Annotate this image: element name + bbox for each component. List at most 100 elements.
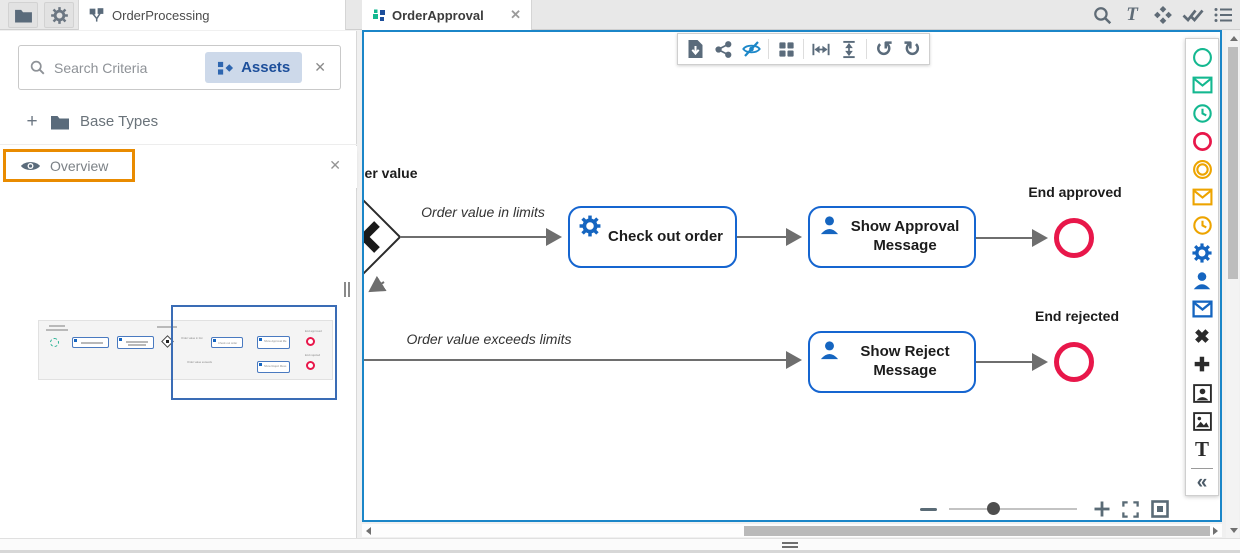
scroll-right-arrow[interactable]: [1213, 526, 1218, 535]
minimap-task: Show Reject Message: [257, 361, 290, 373]
minimap-task: Check out order: [211, 337, 243, 348]
flow-condition-label[interactable]: Order value exceeds limits: [406, 331, 572, 347]
assets-icon: [217, 60, 234, 76]
end-event-label[interactable]: End approved: [1028, 184, 1122, 200]
open-folder-button[interactable]: [8, 2, 38, 28]
undo-icon[interactable]: ↺: [875, 37, 893, 61]
toolbar-divider: [803, 39, 804, 59]
zoom-controls: [920, 494, 1182, 520]
overview-minimap[interactable]: Order value in limits Check out order Sh…: [0, 188, 356, 538]
bottom-bar: [0, 538, 1240, 553]
minimap-start-event: [50, 338, 59, 347]
scroll-down-arrow[interactable]: [1229, 528, 1238, 533]
left-splitter-handle[interactable]: [344, 282, 353, 297]
exclusive-gateway-icon[interactable]: ✖: [1194, 326, 1210, 348]
bottom-panel-handle[interactable]: [782, 542, 798, 550]
end-event-rejected[interactable]: [1054, 342, 1094, 382]
text-annotation-icon[interactable]: T: [1194, 436, 1209, 461]
flow-condition-label[interactable]: Order value in limits: [421, 204, 545, 220]
image-icon[interactable]: [1187, 407, 1217, 435]
search-button[interactable]: [1089, 3, 1115, 27]
clipped-gateway-label[interactable]: der value: [362, 165, 418, 181]
minimap-viewport[interactable]: [171, 305, 337, 400]
minimap-label: Order value in limits: [181, 337, 203, 340]
message-start-event-icon[interactable]: [1187, 71, 1217, 99]
sequence-flows-layer: [364, 182, 1048, 371]
fit-to-screen-icon[interactable]: [1145, 499, 1175, 519]
assets-filter-button[interactable]: Assets: [205, 52, 303, 83]
tab-label: OrderApproval: [392, 7, 484, 23]
timer-intermediate-event-icon[interactable]: [1187, 211, 1217, 239]
top-bar: OrderProcessing OrderApproval ✕ T: [0, 0, 1240, 30]
minimap-end-event: [306, 361, 315, 370]
overview-highlight-box[interactable]: Overview: [3, 149, 135, 182]
send-task-icon[interactable]: [1187, 295, 1217, 323]
end-event-label[interactable]: End rejected: [1034, 308, 1120, 324]
settings-button[interactable]: [44, 2, 74, 28]
tab-order-approval[interactable]: OrderApproval ✕: [362, 0, 532, 30]
vertical-size-icon[interactable]: [836, 36, 862, 62]
timer-start-event-icon[interactable]: [1187, 99, 1217, 127]
message-intermediate-event-icon[interactable]: [1187, 183, 1217, 211]
model-icon: [89, 7, 104, 23]
gear-icon: [578, 214, 602, 244]
flow-gateway-down[interactable]: [368, 275, 387, 293]
tab-order-processing[interactable]: OrderProcessing: [78, 0, 346, 30]
service-task-icon[interactable]: [1187, 239, 1217, 267]
user-task-icon[interactable]: [1187, 267, 1217, 295]
vertical-scrollbar[interactable]: [1226, 31, 1239, 538]
close-overview-icon[interactable]: ✕: [329, 157, 341, 173]
zoom-out-button[interactable]: [920, 507, 937, 511]
scroll-up-arrow[interactable]: [1229, 36, 1238, 41]
tab-label: OrderProcessing: [112, 7, 210, 23]
intermediate-event-icon[interactable]: [1187, 155, 1217, 183]
export-document-icon[interactable]: [682, 36, 708, 62]
list-icon[interactable]: [1210, 3, 1236, 27]
collapse-palette-icon[interactable]: «: [1196, 471, 1208, 493]
minimap-gateway-marker: [166, 340, 169, 343]
shapes-button[interactable]: [1150, 3, 1176, 27]
task-label: Show Reject Message: [860, 343, 950, 379]
task-check-out-order[interactable]: Check out order: [568, 206, 737, 268]
minimap-diagram-area: Order value in limits Check out order Sh…: [38, 320, 333, 380]
expand-icon[interactable]: +: [26, 110, 38, 132]
zoom-in-button[interactable]: [1089, 499, 1115, 519]
folder-icon: [50, 114, 70, 130]
eye-icon: [20, 159, 41, 173]
hide-eye-icon[interactable]: [738, 36, 764, 62]
exclusive-gateway[interactable]: [364, 182, 402, 292]
clear-search-icon[interactable]: ✕: [314, 59, 326, 75]
minimap-task: [117, 336, 154, 349]
minimap-label: End approved: [305, 330, 322, 333]
parallel-gateway-icon[interactable]: ✚: [1194, 354, 1210, 376]
horizontal-size-icon[interactable]: [808, 36, 834, 62]
task-label: Check out order: [607, 227, 724, 245]
share-icon[interactable]: [710, 36, 736, 62]
zoom-slider-knob[interactable]: [987, 502, 1000, 515]
user-icon: [818, 339, 841, 368]
redo-icon[interactable]: ↻: [903, 37, 921, 61]
scroll-left-arrow[interactable]: [366, 526, 371, 535]
task-show-reject-message[interactable]: Show Reject Message: [808, 331, 976, 393]
start-event-icon[interactable]: [1187, 43, 1217, 71]
end-event-approved[interactable]: [1054, 218, 1094, 258]
text-tool-button[interactable]: T: [1126, 4, 1138, 25]
end-event-icon[interactable]: [1187, 127, 1217, 155]
sidebar-item-base-types[interactable]: + Base Types: [0, 99, 357, 145]
search-input[interactable]: [54, 59, 198, 76]
minimap-task: [72, 337, 109, 348]
minimap-label-bar: [49, 325, 65, 327]
toolbar-divider: [866, 39, 867, 59]
zoom-slider[interactable]: [949, 502, 1077, 515]
horizontal-scroll-thumb[interactable]: [744, 525, 1210, 536]
validate-icon[interactable]: [1180, 3, 1206, 27]
task-show-approval-message[interactable]: Show Approval Message: [808, 206, 976, 268]
diagram-canvas[interactable]: ↺ ↻ der value Order value in limits Orde…: [362, 30, 1222, 522]
fullscreen-icon[interactable]: [1115, 500, 1145, 519]
grid-icon[interactable]: [773, 36, 799, 62]
horizontal-scrollbar[interactable]: [362, 524, 1222, 537]
minimap-task: Show Approval Message: [257, 336, 290, 349]
close-tab-icon[interactable]: ✕: [510, 7, 521, 22]
vertical-scroll-thumb[interactable]: [1227, 47, 1238, 279]
participant-icon[interactable]: [1187, 379, 1217, 407]
